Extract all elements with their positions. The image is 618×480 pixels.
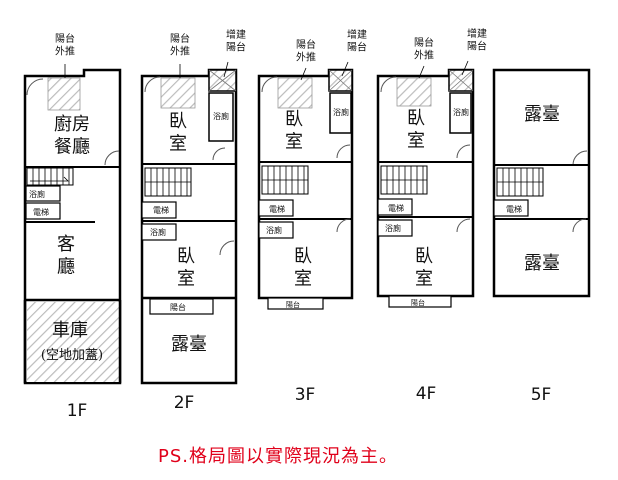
floor-label-1f: 1F [67,401,88,421]
bathroom-mid-label-2f: 浴廁 [150,227,166,237]
balcony-extension-label-4f: 陽台外推 [414,36,434,62]
floor-plan-4f [376,68,475,308]
bedroom-front-label-3f: 臥室 [285,109,303,153]
living-room-label-1f: 客廳 [57,234,75,278]
terrace-label-2f: 露臺 [171,334,207,355]
floor-label-3f: 3F [295,385,316,405]
terrace-front-label-5f: 露臺 [524,104,560,125]
garage-label-1f: 車庫 [52,320,88,341]
bedroom-back-label-4f: 臥室 [415,246,433,290]
garage-area-1f [27,302,119,382]
bathroom-front-label-3f: 浴廁 [333,107,349,117]
added-balcony-label-4f: 增建陽台 [467,27,487,53]
balcony-label-2f: 陽台 [170,302,186,312]
balcony-extension-2f [160,77,196,109]
balcony-extension-1f [47,77,81,111]
floor-label-5f: 5F [531,385,552,405]
bathroom-mid-label-4f: 浴廁 [385,223,401,233]
balcony-extension-4f [396,77,432,107]
balcony-label-4f: 陽台 [411,298,425,307]
bedroom-front-label-4f: 臥室 [407,108,425,152]
elevator-label-3f: 電梯 [269,204,285,214]
kitchen-dining-label-1f: 廚房餐廳 [54,113,90,158]
floor-label-4f: 4F [416,384,437,404]
bedroom-back-label-3f: 臥室 [294,246,312,290]
floor-plan-1f [23,68,122,385]
elevator-label-2f: 電梯 [153,205,169,215]
balcony-extension-3f [277,77,313,109]
balcony-extension-label-1f: 陽台外推 [55,32,75,58]
balcony-extension-label-2f: 陽台外推 [170,32,190,58]
terrace-back-label-5f: 露臺 [524,253,560,274]
floor-plan-3f [257,68,354,310]
elevator-label-4f: 電梯 [388,203,404,213]
bedroom-front-label-2f: 臥室 [169,111,187,155]
bathroom-label-1f: 浴廁 [29,189,45,199]
added-balcony-label-2f: 增建陽台 [226,28,246,54]
bathroom-front-label-2f: 浴廁 [213,111,229,121]
bedroom-back-label-2f: 臥室 [177,246,195,290]
balcony-label-3f: 陽台 [286,300,300,309]
staircase-1f [26,167,74,186]
added-balcony-label-3f: 增建陽台 [347,28,367,54]
layout-disclaimer: PS.格局圖以實際現況為主。 [158,446,399,467]
elevator-label-1f: 電梯 [33,207,49,217]
bathroom-mid-label-3f: 浴廁 [266,225,282,235]
balcony-extension-label-3f: 陽台外推 [296,38,316,64]
bathroom-front-label-4f: 浴廁 [453,107,469,117]
garage-note-1f: (空地加蓋) [41,348,103,363]
elevator-label-5f: 電梯 [506,204,522,214]
floor-label-2f: 2F [174,393,195,413]
floor-plan-5f [492,68,591,298]
floor-plan-2f [140,68,238,385]
